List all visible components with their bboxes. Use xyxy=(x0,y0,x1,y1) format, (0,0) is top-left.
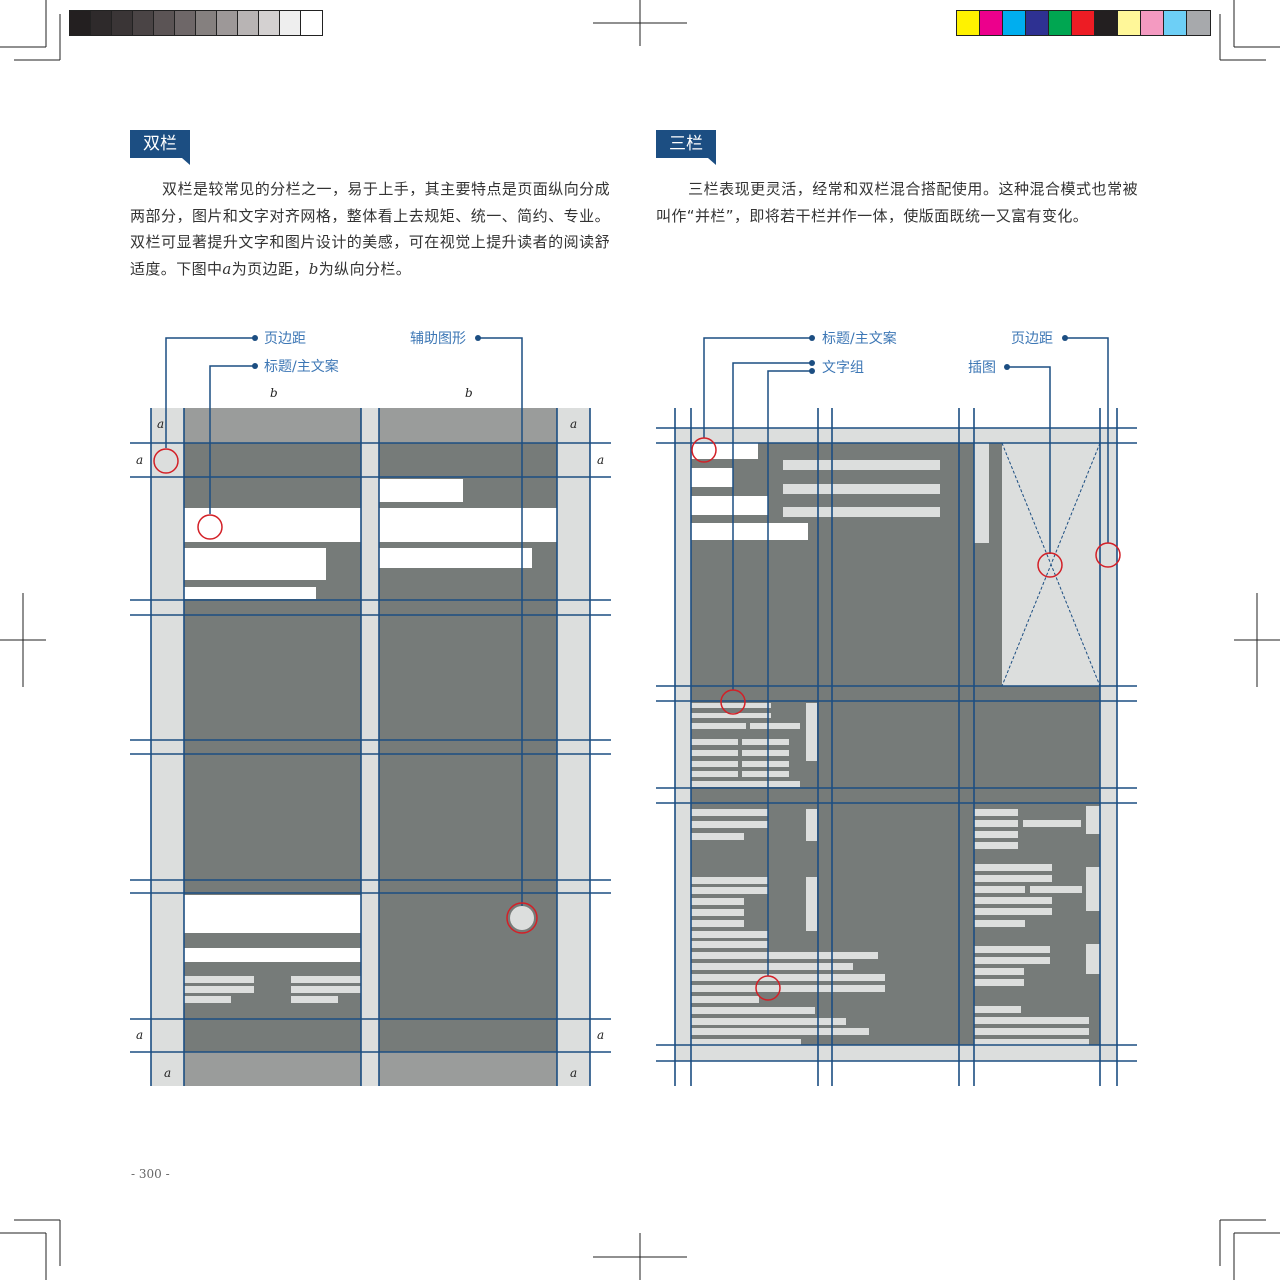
color-swatch xyxy=(1048,10,1073,36)
color-swatch xyxy=(195,10,218,36)
three-column-diagram: 标题/主文案 文字组 页边距 插图 xyxy=(656,330,1137,1086)
left-section-title: 双栏 xyxy=(130,130,190,165)
color-swatch xyxy=(1186,10,1211,36)
color-swatch xyxy=(1117,10,1142,36)
color-swatch xyxy=(1025,10,1050,36)
svg-text:a: a xyxy=(157,417,164,431)
color-swatch xyxy=(174,10,197,36)
callout-title-label-right: 标题/主文案 xyxy=(822,330,897,347)
color-swatch xyxy=(111,10,134,36)
svg-text:a: a xyxy=(164,1066,171,1080)
color-swatch xyxy=(132,10,155,36)
svg-text:a: a xyxy=(136,453,143,467)
color-swatch xyxy=(1002,10,1027,36)
color-swatch xyxy=(216,10,239,36)
color-swatch xyxy=(69,10,92,36)
svg-text:a: a xyxy=(136,1028,143,1042)
color-swatch xyxy=(237,10,260,36)
two-column-diagram: a a a a a a a a b b 页边距 标题/主文案 辅助图形 xyxy=(130,331,611,1086)
right-section-title: 三栏 xyxy=(656,130,716,165)
svg-text:b: b xyxy=(465,386,473,400)
svg-text:b: b xyxy=(270,386,278,400)
color-swatch xyxy=(90,10,113,36)
callout-aux-label: 辅助图形 xyxy=(410,331,466,347)
color-swatch xyxy=(1163,10,1188,36)
callout-text-group-label: 文字组 xyxy=(822,360,864,376)
svg-text:a: a xyxy=(597,1028,604,1042)
callout-title-label: 标题/主文案 xyxy=(264,358,339,375)
svg-text:a: a xyxy=(597,453,604,467)
callout-margin-label-right: 页边距 xyxy=(1011,331,1053,347)
left-paragraph: 双栏是较常见的分栏之一，易于上手，其主要特点是页面纵向分成两部分，图片和文字对齐… xyxy=(130,180,610,278)
color-swatch xyxy=(300,10,323,36)
page-number: - 300 - xyxy=(131,1167,170,1181)
right-paragraph: 三栏表现更灵活，经常和双栏混合搭配使用。这种混合模式也常被叫作“并栏”，即将若干… xyxy=(656,180,1138,225)
color-swatch xyxy=(258,10,281,36)
color-swatch xyxy=(1140,10,1165,36)
callout-illustration-label: 插图 xyxy=(968,360,996,376)
svg-text:a: a xyxy=(570,417,577,431)
color-swatch xyxy=(153,10,176,36)
color-swatch xyxy=(979,10,1004,36)
color-swatch xyxy=(1071,10,1096,36)
color-swatch xyxy=(1094,10,1119,36)
callout-margin-label: 页边距 xyxy=(264,331,306,347)
svg-text:a: a xyxy=(570,1066,577,1080)
color-swatch xyxy=(279,10,302,36)
color-swatch xyxy=(956,10,981,36)
